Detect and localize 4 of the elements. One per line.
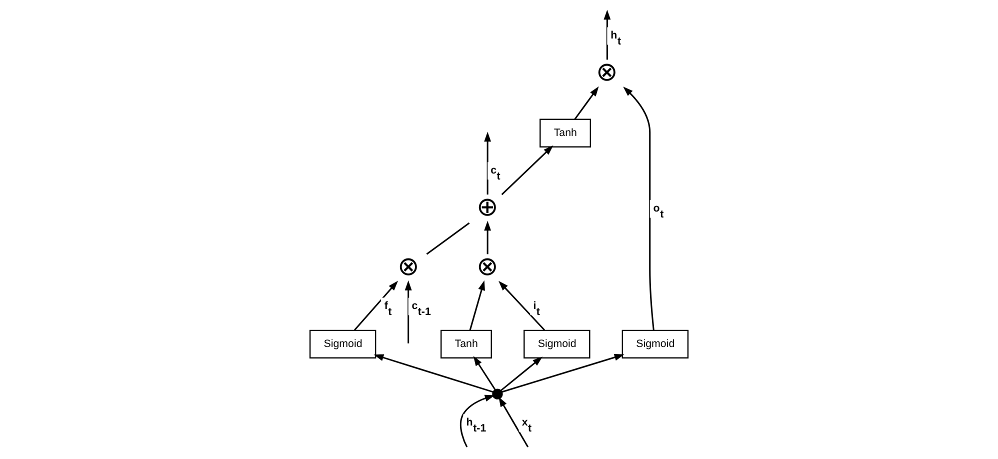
node-text: ⊗ — [596, 58, 618, 87]
node-text: ⊗ — [476, 252, 499, 281]
node-text: ⊕ — [476, 194, 499, 222]
node-text: ⊗ — [397, 252, 420, 281]
